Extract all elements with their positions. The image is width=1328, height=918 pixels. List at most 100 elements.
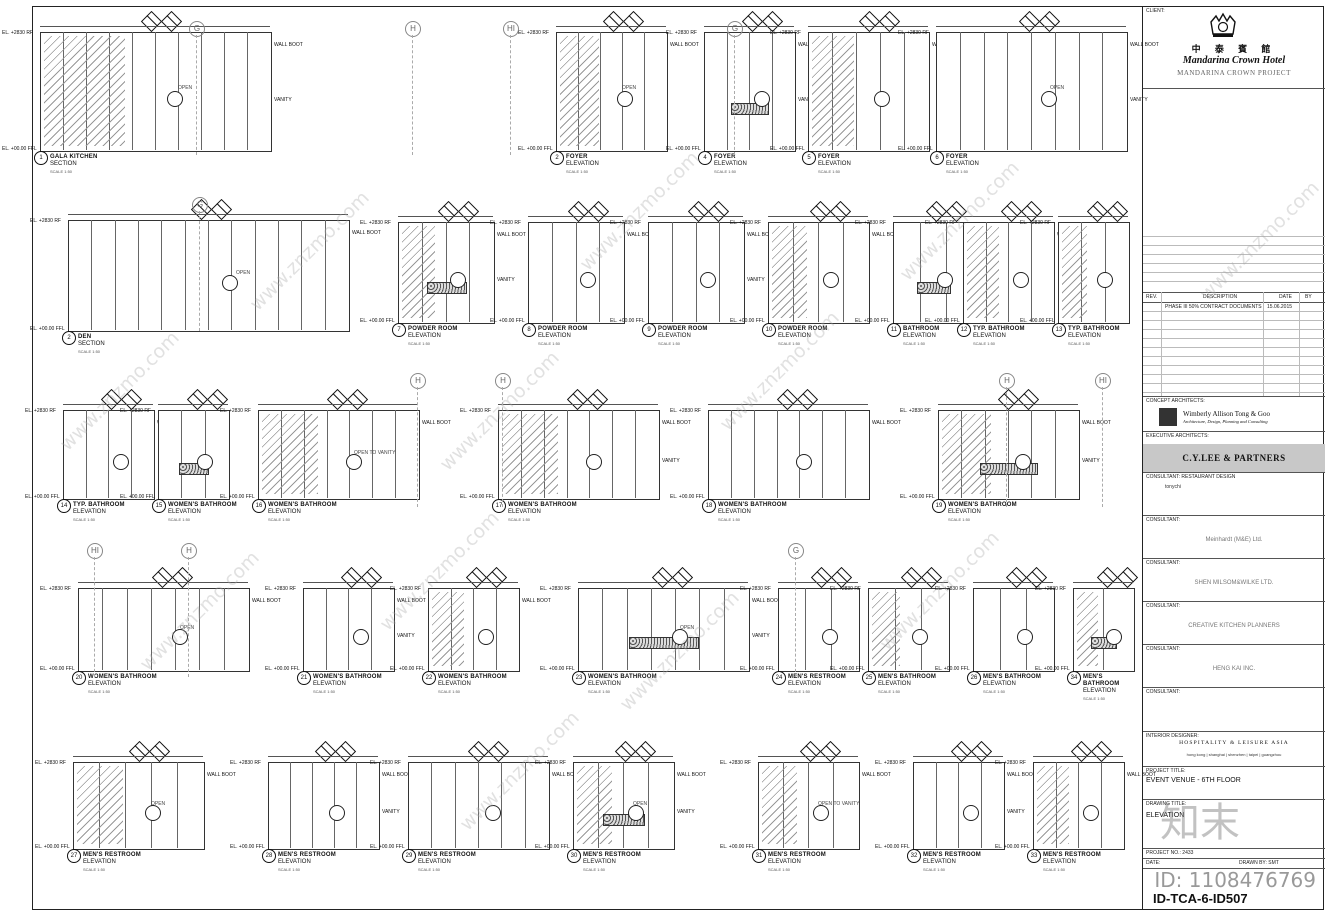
elevation-number: 27: [67, 849, 81, 863]
section-tag-icon: [799, 740, 822, 763]
elevation-number: 2: [62, 331, 76, 345]
dimension-line: [768, 216, 868, 217]
divider: [1143, 848, 1325, 849]
level-floor-label: EL. +00.00 FFL: [720, 844, 755, 850]
elevation-title: MEN'S RESTROOM: [923, 852, 981, 858]
dimension-line: [158, 404, 228, 405]
dimension-line: [73, 756, 203, 757]
consultant-label: CONSULTANT:: [1146, 560, 1180, 566]
level-top-label: EL. +2830 RF: [898, 30, 929, 36]
grid-line: [734, 35, 735, 155]
detail-callout: [328, 805, 345, 821]
panel-joint: [161, 220, 163, 330]
section-tag-icon: [1096, 566, 1119, 589]
panel-joint: [348, 588, 349, 670]
level-top-label: EL. +2830 RF: [370, 760, 401, 766]
panel-joint: [999, 588, 1001, 670]
level-floor-label: EL. +00.00 FFL: [460, 494, 495, 500]
dimension-line: [398, 216, 493, 217]
section-tag-icon: [346, 388, 369, 411]
grid-line: [795, 557, 796, 677]
panel-joint: [85, 410, 87, 498]
panel-joint: [326, 410, 328, 498]
wall-finish-label: WALL BOOT: [422, 420, 451, 426]
elevation-frame: [408, 762, 550, 850]
panel-joint: [150, 588, 152, 670]
detail-callout: [586, 454, 602, 470]
panel-joint: [566, 410, 568, 498]
wall-finish-label: WALL BOOT: [352, 230, 381, 236]
panel-joint: [1007, 32, 1009, 150]
vanity-label: VANITY: [274, 96, 292, 103]
executive-architects-label: EXECUTIVE ARCHITECTS:: [1146, 433, 1209, 439]
glass-hatch: [77, 766, 123, 844]
level-top-label: EL. +2830 RF: [120, 408, 151, 414]
divider: [1143, 601, 1325, 602]
dimension-line: [936, 26, 1126, 27]
panel-joint: [445, 222, 447, 322]
elevation-title: WOMEN'S BATHROOM: [313, 674, 382, 680]
level-top-label: EL. +2830 RF: [2, 30, 33, 36]
level-floor-label: EL. +00.00 FFL: [925, 318, 960, 324]
panel-joint: [247, 32, 248, 150]
section-tag-icon: [1106, 200, 1128, 223]
elevation-title: WOMEN'S BATHROOM: [88, 674, 157, 680]
panel-joint: [356, 762, 357, 848]
level-top-label: EL. +2830 RF: [220, 408, 251, 414]
panel-joint: [473, 588, 474, 670]
elevation-subtitle: ELEVATION: [73, 509, 106, 515]
section-tag-icon: [614, 740, 637, 763]
panel-joint: [776, 410, 778, 498]
panel-joint: [600, 32, 601, 150]
consultant-label: CONSULTANT:: [1146, 603, 1180, 609]
grid-line: [412, 35, 413, 155]
elevation-number: 11: [887, 323, 901, 337]
open-note: OPEN: [1050, 85, 1065, 92]
section-tag-icon: [1070, 740, 1092, 763]
panel-joint: [155, 32, 156, 150]
panel-joint: [723, 588, 725, 670]
open-note: OPEN: [236, 269, 251, 276]
panel-joint: [822, 410, 824, 498]
elevation-subtitle: ELEVATION: [903, 333, 936, 339]
elevation-number: 34: [1067, 671, 1081, 685]
elevation-number: 30: [567, 849, 581, 863]
panel-joint: [602, 588, 604, 670]
concept-firm: Wimberly Allison Tong & Goo: [1183, 410, 1270, 418]
dimension-line: [938, 404, 1078, 405]
wall-finish-label: WALL BOOT: [662, 420, 691, 426]
section-tag-icon: [586, 388, 609, 411]
panel-joint: [324, 220, 326, 330]
grid-bubble-icon: G: [192, 197, 208, 213]
elevation-number: 7: [392, 323, 406, 337]
divider: [1143, 858, 1325, 859]
level-floor-label: EL. +00.00 FFL: [265, 666, 300, 672]
scale-label: SCALE 1:50: [923, 867, 946, 872]
section-tag-icon: [925, 200, 948, 223]
panel-joint: [130, 410, 132, 498]
panel-joint: [495, 588, 497, 670]
dimension-line: [498, 404, 658, 405]
elevation-number: 8: [522, 323, 536, 337]
section-tag-icon: [487, 740, 510, 763]
open-note: OPEN: [178, 85, 193, 92]
vanity-label: VANITY: [662, 458, 680, 465]
panel-joint: [208, 220, 209, 330]
vanity-label: VANITY: [677, 809, 695, 816]
level-floor-label: EL. +00.00 FFL: [900, 494, 935, 500]
detail-callout: [477, 629, 494, 645]
level-top-label: EL. +2830 RF: [770, 30, 801, 36]
elevation-title: MEN'S RESTROOM: [768, 852, 826, 858]
elevation-subtitle: ELEVATION: [948, 509, 981, 515]
level-floor-label: EL. +00.00 FFL: [610, 318, 645, 324]
divider: [1143, 731, 1325, 732]
